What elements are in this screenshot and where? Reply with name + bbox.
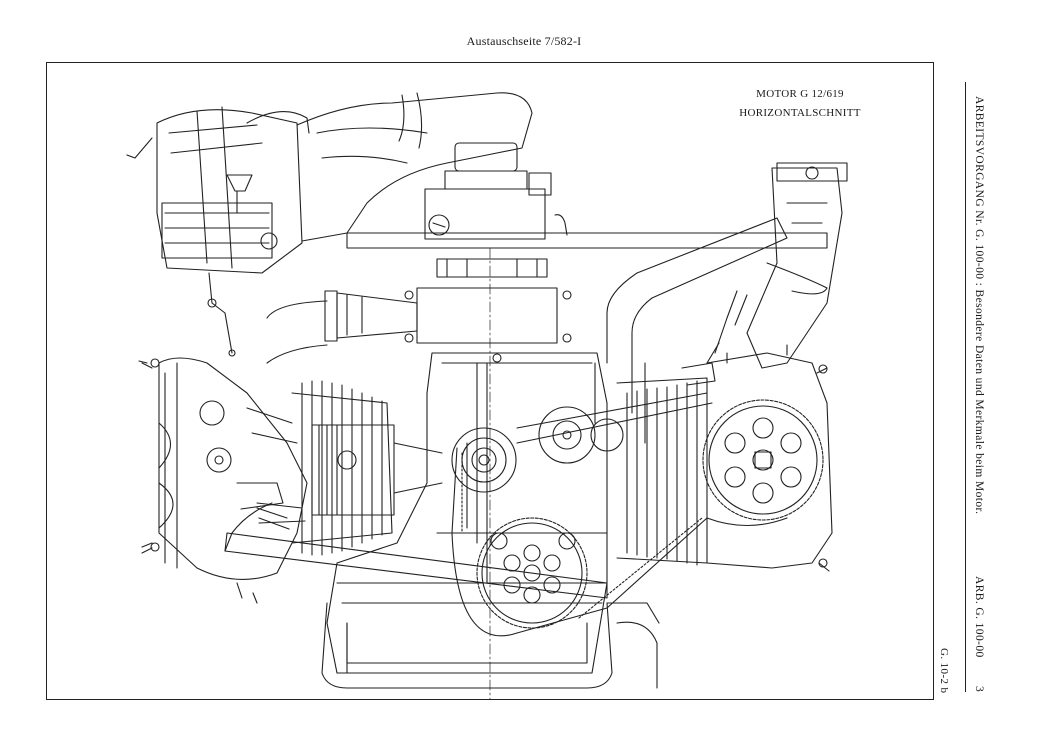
page-header-caption: Austauschseite 7/582-I [466,34,582,48]
exhaust-pipe [594,162,848,444]
oil-sump [321,602,660,689]
page-reference: G. 10-2 b [938,648,950,694]
engine-cross-section-drawing [126,92,848,699]
timing-belt [451,392,788,637]
intake-manifold [266,232,828,364]
figure-title: MOTOR G 12/619 HORIZONTALSCHNITT [715,85,885,123]
figure-title-line2: HORIZONTALSCHNITT [739,107,861,119]
upper-camshaft-gear [702,399,824,521]
operation-code: ARB. G. 100-00 [973,576,985,658]
throttle-linkage [207,272,236,357]
lower-camshaft-gear [476,517,588,629]
air-filter-housing [126,106,310,274]
left-cylinder-head [138,357,308,580]
left-piston [311,424,443,516]
page-number: 3 [973,686,985,693]
operation-description: ARBEITSVORGANG Nr. G. 100-00 : Besondere… [973,96,985,515]
pushrod-tube [224,502,608,604]
drawing-frame: MOTOR G 12/619 HORIZONTALSCHNITT [46,62,934,700]
carburettor [424,142,568,240]
right-cylinder-fins [616,377,708,566]
figure-title-line1: MOTOR G 12/619 [756,88,844,100]
intake-duct [296,92,533,242]
sidebar-rule [965,82,966,692]
crankshaft-pulley [451,406,624,493]
right-cylinder-head [681,344,833,572]
